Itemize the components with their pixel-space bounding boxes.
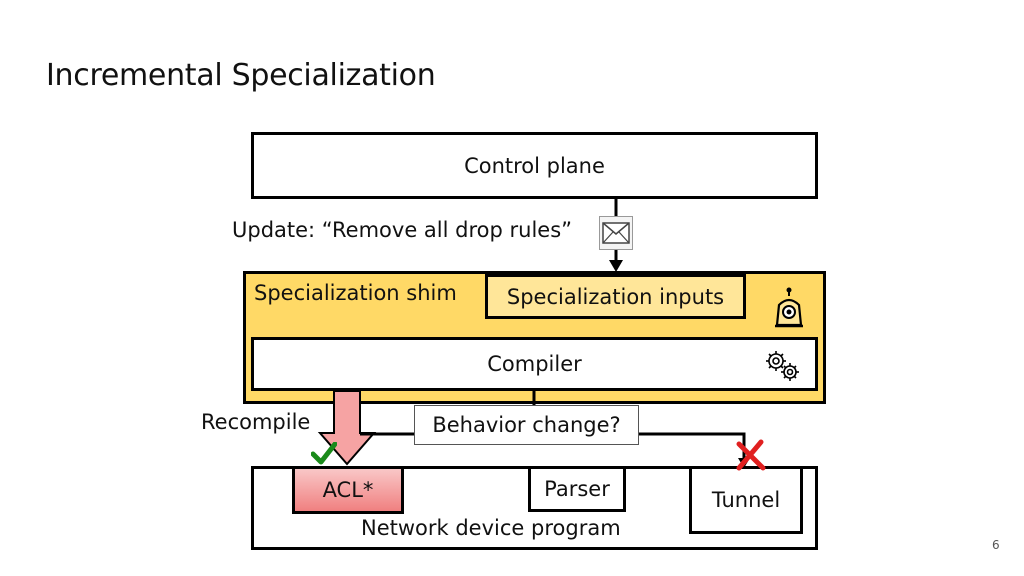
gears-icon: [763, 349, 803, 383]
control-plane-label: Control plane: [464, 153, 605, 178]
slide-title: Incremental Specialization: [46, 58, 436, 93]
parser-label: Parser: [544, 477, 610, 501]
control-plane-box: Control plane: [251, 132, 818, 199]
tunnel-label: Tunnel: [711, 488, 781, 512]
compiler-box: Compiler: [251, 337, 818, 391]
bot-icon: [771, 287, 807, 331]
specialization-shim-label: Specialization shim: [254, 281, 457, 305]
tunnel-box: Tunnel: [689, 466, 803, 534]
update-arrow-head: [609, 260, 623, 272]
page-number: 6: [992, 538, 1000, 552]
behavior-line-right: [639, 432, 746, 460]
parser-box: Parser: [528, 466, 626, 512]
envelope-icon: [599, 216, 633, 250]
network-device-program-label: Network device program: [361, 516, 621, 540]
recompile-label: Recompile: [201, 410, 311, 434]
compiler-label: Compiler: [487, 352, 582, 376]
specialization-inputs-box: Specialization inputs: [485, 274, 746, 319]
check-mark-icon: [311, 442, 337, 465]
acl-box: ACL*: [292, 466, 404, 514]
cross-mark-icon: [736, 439, 766, 471]
acl-label: ACL*: [322, 478, 374, 502]
update-label: Update: “Remove all drop rules”: [232, 218, 573, 242]
specialization-inputs-label: Specialization inputs: [506, 284, 725, 309]
behavior-change-box: Behavior change?: [414, 405, 639, 445]
behavior-change-label: Behavior change?: [432, 413, 621, 437]
